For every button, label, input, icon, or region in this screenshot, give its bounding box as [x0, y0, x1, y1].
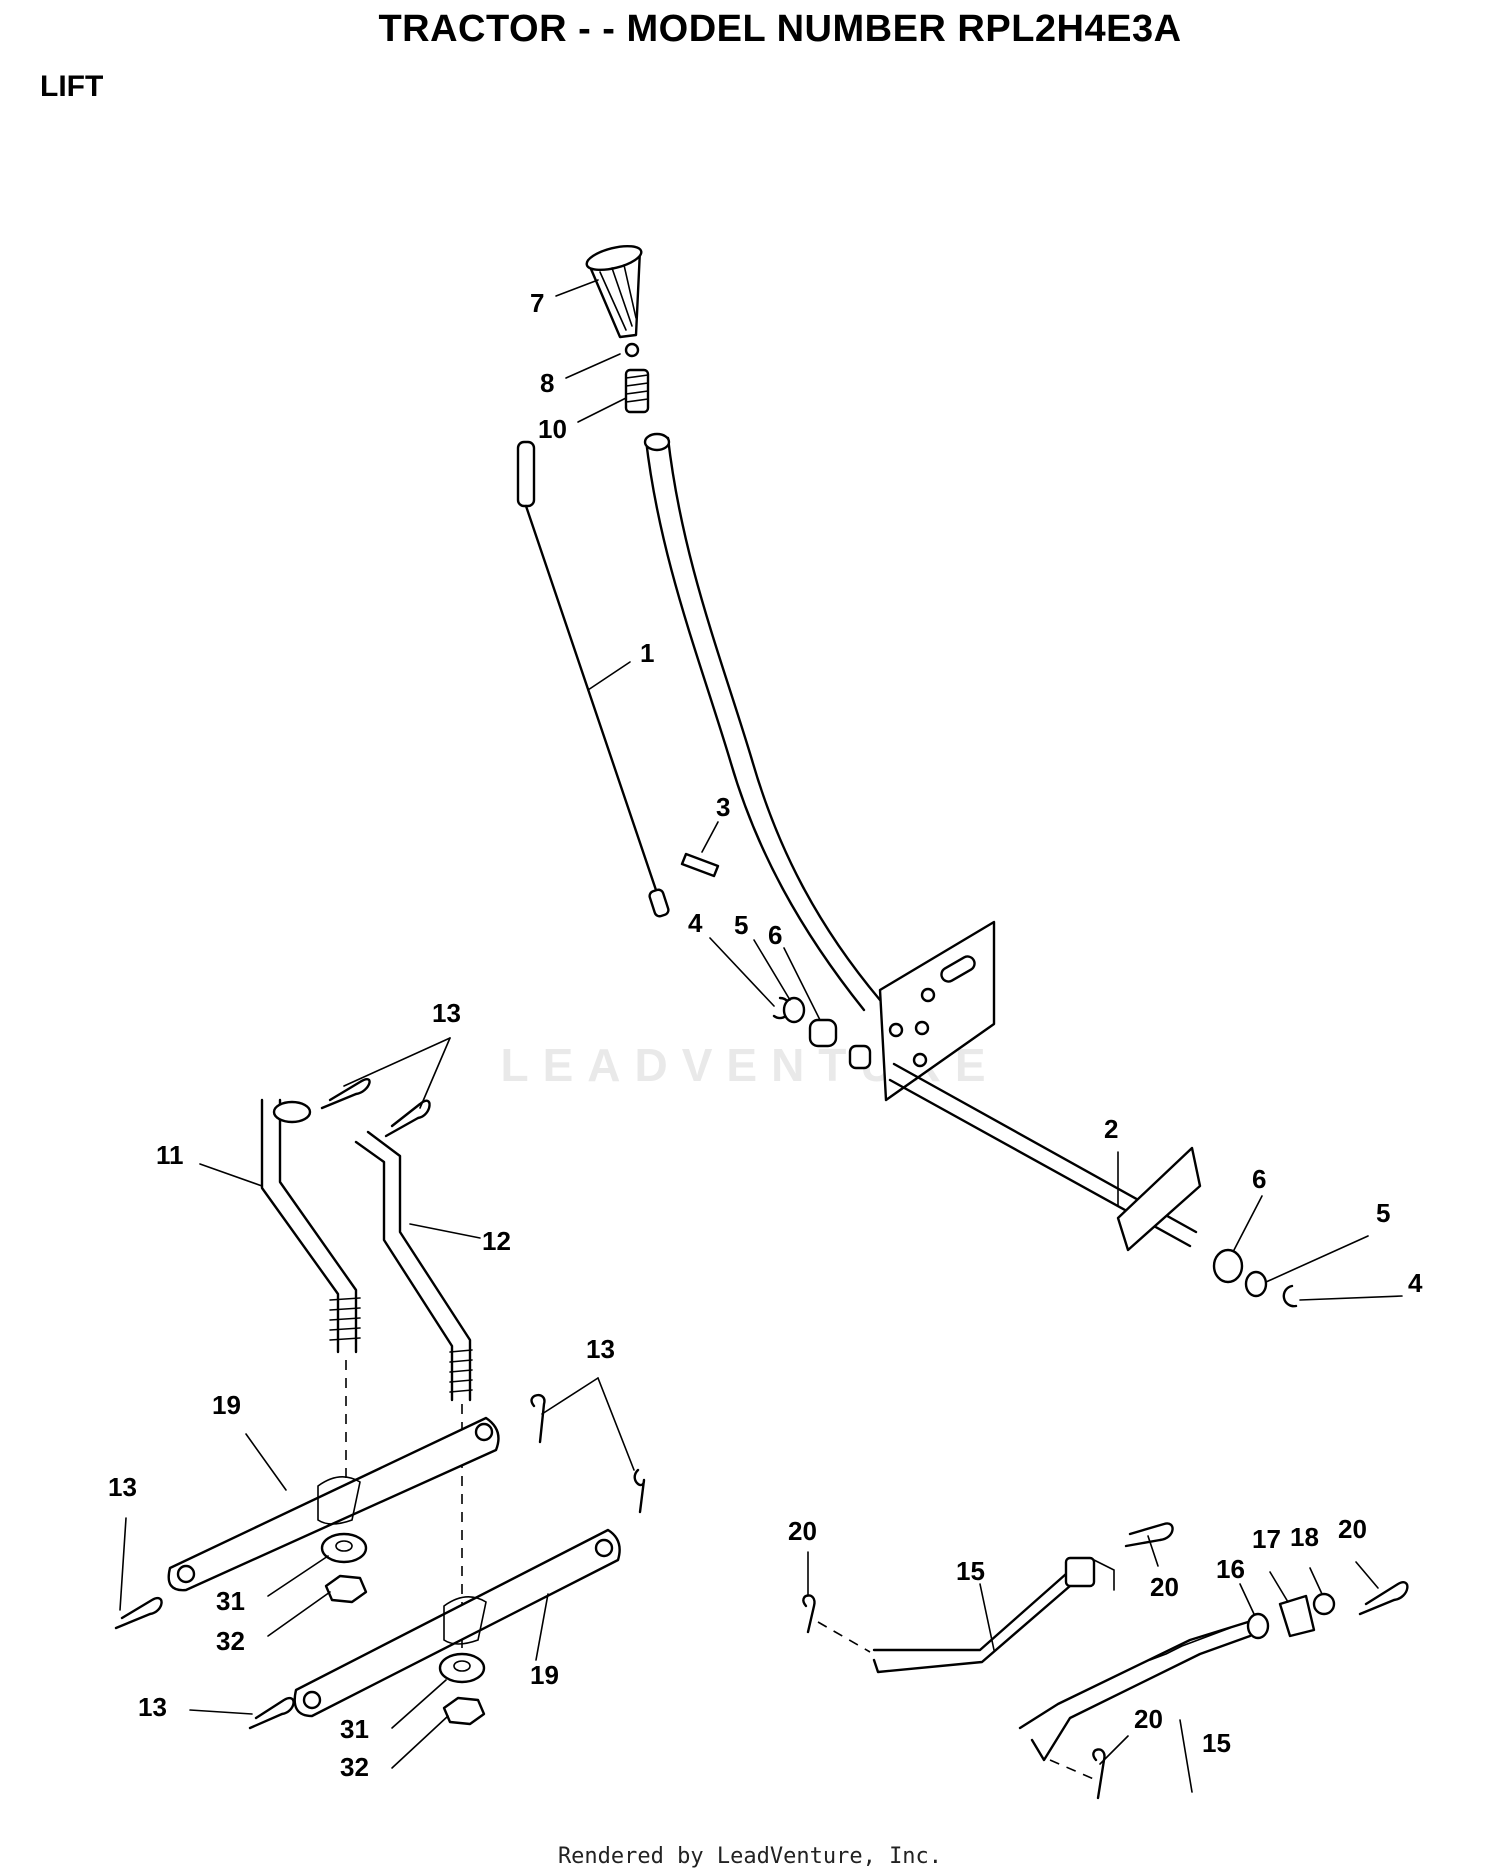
cross-shaft — [888, 1062, 1202, 1252]
hairpin-clip — [1124, 1522, 1174, 1548]
hairpin-clip — [320, 1078, 371, 1110]
lift-arm — [167, 1416, 500, 1592]
callout-4: 4 — [1408, 1268, 1423, 1298]
callout-17: 17 — [1252, 1524, 1281, 1554]
hex-nut — [324, 1574, 368, 1604]
spacer — [453, 1660, 471, 1672]
callout-31: 31 — [216, 1586, 245, 1616]
callout-16: 16 — [1216, 1554, 1245, 1584]
roll-pin — [680, 852, 720, 878]
bushing — [848, 1044, 872, 1070]
callout-2: 2 — [1104, 1114, 1118, 1144]
leader-lines — [119, 279, 1403, 1793]
callout-10: 10 — [538, 414, 567, 444]
bushing — [1312, 1592, 1336, 1616]
callout-20: 20 — [1134, 1704, 1163, 1734]
callout-20: 20 — [788, 1516, 817, 1546]
hairpin-clip — [530, 1394, 546, 1444]
trunnion — [1278, 1594, 1316, 1638]
deck-lift-rod — [1018, 1620, 1252, 1762]
lift-link — [260, 1098, 361, 1354]
bushing — [808, 1018, 838, 1048]
spacer — [320, 1532, 368, 1564]
callout-1: 1 — [640, 638, 654, 668]
callout-7: 7 — [530, 288, 544, 318]
washer — [782, 996, 806, 1024]
handle-grip — [585, 244, 643, 339]
hairpin-clip — [1358, 1581, 1409, 1616]
callout-12: 12 — [482, 1226, 511, 1256]
e-clip — [1282, 1284, 1298, 1308]
spacer — [335, 1540, 353, 1552]
hairpin-clip — [114, 1597, 163, 1630]
callout-32: 32 — [216, 1626, 245, 1656]
callout-15: 15 — [1202, 1728, 1231, 1758]
callout-11: 11 — [156, 1140, 184, 1170]
callout-19: 19 — [530, 1660, 559, 1690]
hairpin-clip — [1092, 1748, 1106, 1800]
hex-nut — [442, 1696, 486, 1726]
footer-credit: Rendered by LeadVenture, Inc. — [557, 1844, 943, 1869]
callout-13: 13 — [432, 998, 461, 1028]
callout-13: 13 — [586, 1334, 615, 1364]
hairpin-clip — [802, 1594, 816, 1634]
lift-rod — [516, 440, 670, 918]
callout-3: 3 — [716, 792, 730, 822]
callout-4: 4 — [688, 908, 703, 938]
nut — [1246, 1612, 1270, 1640]
washer — [1244, 1270, 1268, 1298]
callout-20: 20 — [1150, 1572, 1179, 1602]
callout-32: 32 — [340, 1752, 369, 1782]
callout-6: 6 — [768, 920, 782, 950]
callout-15: 15 — [956, 1556, 985, 1586]
deck-lift-rod — [872, 1556, 1115, 1674]
bushing — [1212, 1248, 1244, 1284]
callout-18: 18 — [1290, 1522, 1319, 1552]
callout-31: 31 — [340, 1714, 369, 1744]
mounting-plate — [878, 920, 996, 1102]
spring — [624, 368, 650, 414]
callout-8: 8 — [540, 368, 554, 398]
hairpin-clip — [633, 1468, 646, 1514]
page-title: TRACTOR - - MODEL NUMBER RPL2H4E3A — [378, 8, 1182, 50]
detent-ball — [624, 342, 640, 358]
lift-link — [354, 1130, 473, 1402]
callout-5: 5 — [734, 910, 748, 940]
lift-handle-tube — [643, 432, 882, 1012]
spacer — [438, 1652, 486, 1684]
callout-13: 13 — [138, 1692, 167, 1722]
callout-13: 13 — [108, 1472, 137, 1502]
callout-6: 6 — [1252, 1164, 1266, 1194]
hairpin-clip — [384, 1099, 431, 1138]
callout-5: 5 — [1376, 1198, 1390, 1228]
callout-19: 19 — [212, 1390, 241, 1420]
section-label: LIFT — [40, 70, 104, 103]
hairpin-clip — [248, 1697, 295, 1730]
lift-arm — [293, 1528, 621, 1718]
callout-20: 20 — [1338, 1514, 1367, 1544]
